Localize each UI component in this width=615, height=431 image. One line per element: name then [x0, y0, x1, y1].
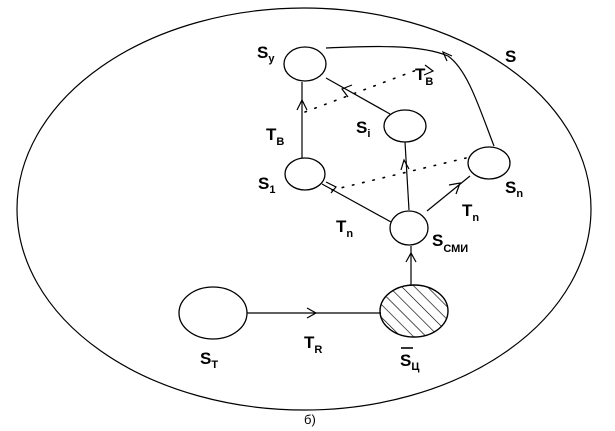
edge-si-sy: [325, 77, 391, 115]
set-boundary: [16, 7, 592, 411]
node-s1: [284, 157, 326, 191]
arrow-dots-upper: [423, 64, 435, 76]
node-st: [178, 286, 248, 340]
dots-upper: [304, 67, 423, 113]
node-sn: [467, 146, 511, 180]
edge-ssmi-sn: [426, 175, 471, 212]
label-sc: SЦ: [400, 351, 419, 373]
label-si: Si: [356, 118, 370, 140]
label-sn: Sn: [505, 178, 523, 200]
label-tv-top: TВ: [415, 65, 433, 88]
set-label: S: [505, 47, 516, 66]
node-sc-hatch: [380, 285, 448, 337]
arrow-si-sy: [341, 84, 353, 98]
figure-caption: б): [304, 412, 316, 427]
edge-sn-sy: [325, 45, 495, 147]
label-sy: Sу: [257, 43, 275, 65]
arrow-sn-sy: [441, 50, 453, 62]
arrow-ssmi-sn: [448, 182, 461, 195]
label-tr: TR: [304, 333, 322, 356]
arrow-ssmi-si: [400, 158, 410, 171]
label-s1: S1: [258, 174, 275, 196]
edge-ssmi-si: [404, 141, 410, 211]
node-sy: [283, 46, 327, 82]
arrow-sc-ssmi: [405, 251, 417, 263]
node-sc: [379, 284, 449, 338]
dots-lower: [331, 157, 467, 191]
arrow-ssmi-s1: [325, 181, 337, 194]
node-si: [383, 109, 427, 143]
label-tn-right: Tn: [462, 201, 479, 224]
arrow-st-sc: [306, 307, 318, 319]
node-ssmi: [389, 210, 429, 246]
label-tn-left: Tn: [336, 217, 353, 240]
label-tv-left: TВ: [266, 125, 284, 148]
label-st: SТ: [200, 349, 218, 371]
arrow-s1-sy: [296, 98, 308, 111]
label-ssmi: SСМИ: [432, 231, 468, 255]
